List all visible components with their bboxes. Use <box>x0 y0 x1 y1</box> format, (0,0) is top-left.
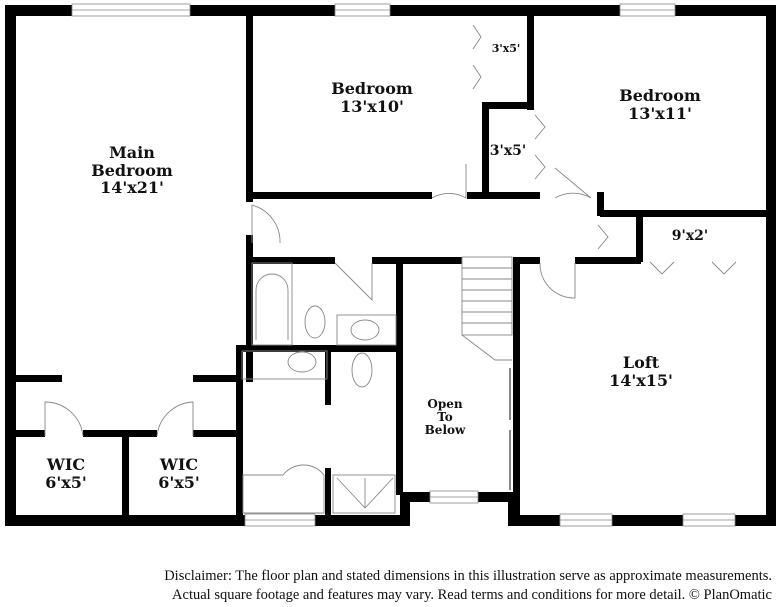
wall <box>193 430 243 437</box>
toilet <box>304 305 326 339</box>
room-dims: 13'x11' <box>628 103 692 123</box>
disclaimer: Disclaimer: The floor plan and stated di… <box>164 567 772 605</box>
wall <box>5 5 16 526</box>
wall <box>597 192 604 216</box>
wall <box>482 102 534 109</box>
disclaimer-line: Disclaimer: The floor plan and stated di… <box>164 568 772 584</box>
windows <box>71 3 736 527</box>
wall <box>400 492 410 526</box>
room-dims: 14'x15' <box>609 370 673 390</box>
wall <box>575 257 641 264</box>
room-dims: 3'x5' <box>489 143 527 159</box>
wall <box>325 468 331 518</box>
wall <box>636 214 643 262</box>
sink <box>350 319 380 341</box>
door-bedroom-2 <box>554 167 592 199</box>
room-label-closet-upper: 3'x5' <box>491 42 521 55</box>
wall <box>372 257 462 264</box>
door-wic-right <box>156 401 194 437</box>
wall <box>246 235 253 382</box>
label-line: Below <box>424 423 466 438</box>
room-dims: 9'x2' <box>671 228 709 244</box>
wall <box>482 102 489 197</box>
room-name: Bedroom <box>619 86 701 105</box>
room-label-bedroom-1: Bedroom 13'x10' <box>331 80 413 115</box>
door-bath <box>334 262 373 302</box>
bifold-loft <box>649 261 737 275</box>
room-name: Loft <box>622 353 660 372</box>
wall <box>508 515 776 526</box>
wall <box>766 5 776 526</box>
wall <box>600 210 776 217</box>
room-name: WIC <box>46 455 86 474</box>
room-name: WIC <box>159 455 199 474</box>
disclaimer-line: Actual square footage and features may v… <box>172 587 772 603</box>
door-loft <box>539 262 576 299</box>
walls <box>5 5 776 526</box>
wall <box>246 15 253 202</box>
door-bedroom-1 <box>431 164 467 199</box>
fixtures <box>44 24 737 514</box>
sink <box>287 351 317 373</box>
room-label-closet-loft: 9'x2' <box>671 228 709 244</box>
label-line: To <box>437 410 453 425</box>
room-label-wic-right: WIC 6'x5' <box>158 456 200 491</box>
door-wic-left <box>44 401 84 437</box>
wall <box>5 515 405 526</box>
door-main-bedroom <box>251 204 281 244</box>
wall <box>15 375 62 382</box>
room-label-loft: Loft 14'x15' <box>609 354 673 389</box>
wall <box>513 257 520 519</box>
wall <box>252 257 335 264</box>
wall <box>193 375 243 382</box>
bifold-closet-upper <box>472 24 482 90</box>
bathtub <box>242 464 325 514</box>
room-dims: 6'x5' <box>45 472 87 492</box>
wall <box>527 15 534 110</box>
wall <box>513 257 540 264</box>
room-dims: 14'x21' <box>100 178 164 198</box>
wall <box>325 351 331 405</box>
stairs <box>461 256 513 361</box>
label-line: Open <box>427 397 463 411</box>
wall <box>15 430 45 437</box>
room-label-closet-lower: 3'x5' <box>489 143 527 159</box>
wall <box>467 192 540 199</box>
wall <box>83 430 157 437</box>
wall <box>122 430 129 520</box>
bifold-closet-lower <box>534 114 546 180</box>
bifold-hall <box>597 224 609 250</box>
room-label-open-to-below: Open To Below <box>424 397 466 438</box>
room-name: Bedroom <box>91 160 173 180</box>
room-label-wic-left: WIC 6'x5' <box>45 456 87 491</box>
toilet <box>351 352 373 388</box>
shower <box>332 474 396 514</box>
room-name: Bedroom <box>331 79 413 98</box>
wall <box>5 5 776 16</box>
room-label-bedroom-2: Bedroom 13'x11' <box>619 87 701 122</box>
room-label-main-bedroom: Main Bedroom 14'x21' <box>91 144 173 197</box>
room-dims: 13'x10' <box>340 96 404 116</box>
wall <box>252 192 432 199</box>
room-dims: 3'x5' <box>491 42 521 55</box>
wall <box>396 257 403 495</box>
room-dims: 6'x5' <box>158 472 200 492</box>
wall <box>236 345 403 352</box>
room-name: Main <box>109 143 155 162</box>
bathtub <box>251 262 293 346</box>
